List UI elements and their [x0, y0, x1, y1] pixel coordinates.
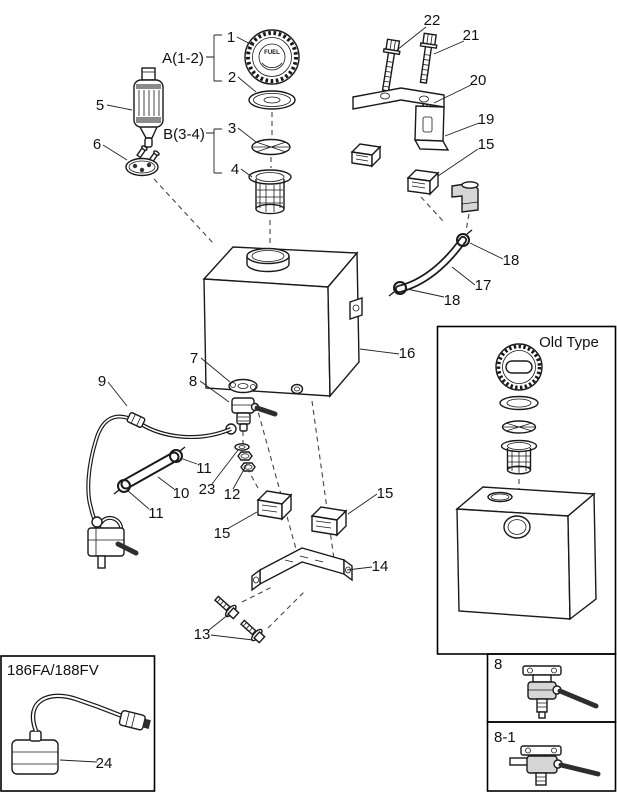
hose-10 — [120, 451, 180, 490]
rubber-pad-15-b — [256, 490, 293, 521]
callout-15-a: 15 — [478, 136, 495, 153]
callout-19: 19 — [478, 111, 495, 128]
callout-8: 8 — [189, 373, 197, 390]
callout-17: 17 — [475, 277, 492, 294]
old-type-label: Old Type — [539, 334, 599, 351]
construction-lines — [153, 112, 520, 629]
callout-11-b: 11 — [148, 505, 164, 522]
callout-3: 3 — [228, 120, 236, 137]
fuel-valve-8 — [231, 397, 278, 432]
inset-8-label: 8 — [494, 656, 502, 673]
callout-20: 20 — [470, 72, 487, 89]
group-label-a: A(1-2) — [162, 50, 204, 67]
bolt-22 — [381, 38, 401, 92]
washer-23 — [234, 443, 250, 451]
callout-7: 7 — [190, 350, 198, 367]
callout-5: 5 — [96, 97, 104, 114]
cap-gasket — [248, 90, 296, 110]
callout-22: 22 — [424, 12, 441, 29]
callout-13: 13 — [194, 626, 211, 643]
callout-12: 12 — [224, 486, 241, 503]
callout-18-a: 18 — [503, 252, 520, 269]
callout-14: 14 — [372, 558, 389, 575]
rubber-pad-15-c — [310, 506, 348, 537]
elbow-fitting — [451, 181, 479, 213]
callout-4: 4 — [231, 161, 239, 178]
inset-8-valve — [522, 665, 599, 719]
callout-15-c: 15 — [377, 485, 394, 502]
old-filter-screen — [501, 420, 537, 434]
hose-clamp-18-b — [388, 281, 407, 297]
callout-16: 16 — [399, 345, 416, 362]
old-fuel-tank — [455, 486, 597, 621]
filter-screen — [251, 138, 291, 156]
mount-bracket-19 — [352, 87, 450, 151]
inset-8-1-box: 8-1 — [486, 721, 617, 792]
inset-8-1-label: 8-1 — [494, 729, 516, 746]
callout-2: 2 — [228, 69, 236, 86]
bracket-14 — [251, 547, 353, 592]
variant-label: 186FA/188FV — [7, 662, 99, 679]
callout-11-a: 11 — [196, 460, 212, 477]
callout-9: 9 — [98, 373, 106, 390]
fuel-pump-24 — [11, 693, 151, 775]
old-type-box: Old Type — [436, 325, 617, 655]
callout-6: 6 — [93, 136, 101, 153]
nuts-12 — [237, 451, 256, 472]
callout-23: 23 — [199, 481, 216, 498]
bolt-13-b — [239, 619, 266, 644]
fuel-tank — [202, 246, 363, 398]
bolt-21 — [419, 32, 438, 84]
cap-fuel-text: FUEL — [264, 50, 280, 56]
old-cap — [495, 343, 543, 391]
group-label-b: B(3-4) — [163, 126, 205, 143]
filter-cup — [248, 169, 292, 215]
fuel-filter — [133, 67, 164, 148]
callout-1: 1 — [227, 29, 235, 46]
hose-clamp-18-a — [456, 229, 473, 247]
rubber-pad-15-a — [406, 169, 440, 196]
filter-gasket — [125, 157, 159, 177]
variant-box: 186FA/188FV — [0, 655, 156, 792]
callout-15-b: 15 — [214, 525, 231, 542]
callouts: 1 A(1-2) 2 3 B(3-4) 4 5 6 7 8 9 10 11 11… — [93, 12, 520, 772]
inset-8-box: 8 — [486, 653, 617, 723]
callout-10: 10 — [173, 485, 190, 502]
callout-18-b: 18 — [444, 292, 461, 309]
fuel-joint — [87, 516, 139, 569]
hose-clamp-11-b — [113, 479, 131, 495]
old-cap-gasket — [499, 395, 539, 411]
inset-8-1-valve — [509, 745, 601, 786]
fuel-cap: FUEL — [244, 29, 300, 85]
leader-lines — [59, 26, 504, 763]
valve-flange-7 — [228, 378, 258, 394]
fuel-hose-17 — [395, 236, 467, 293]
callout-24: 24 — [96, 755, 113, 772]
old-filter-cup — [500, 439, 538, 475]
hose-clamp-11-a — [169, 446, 186, 463]
callout-21: 21 — [463, 27, 480, 44]
rubber-pad-15-d — [350, 143, 382, 168]
